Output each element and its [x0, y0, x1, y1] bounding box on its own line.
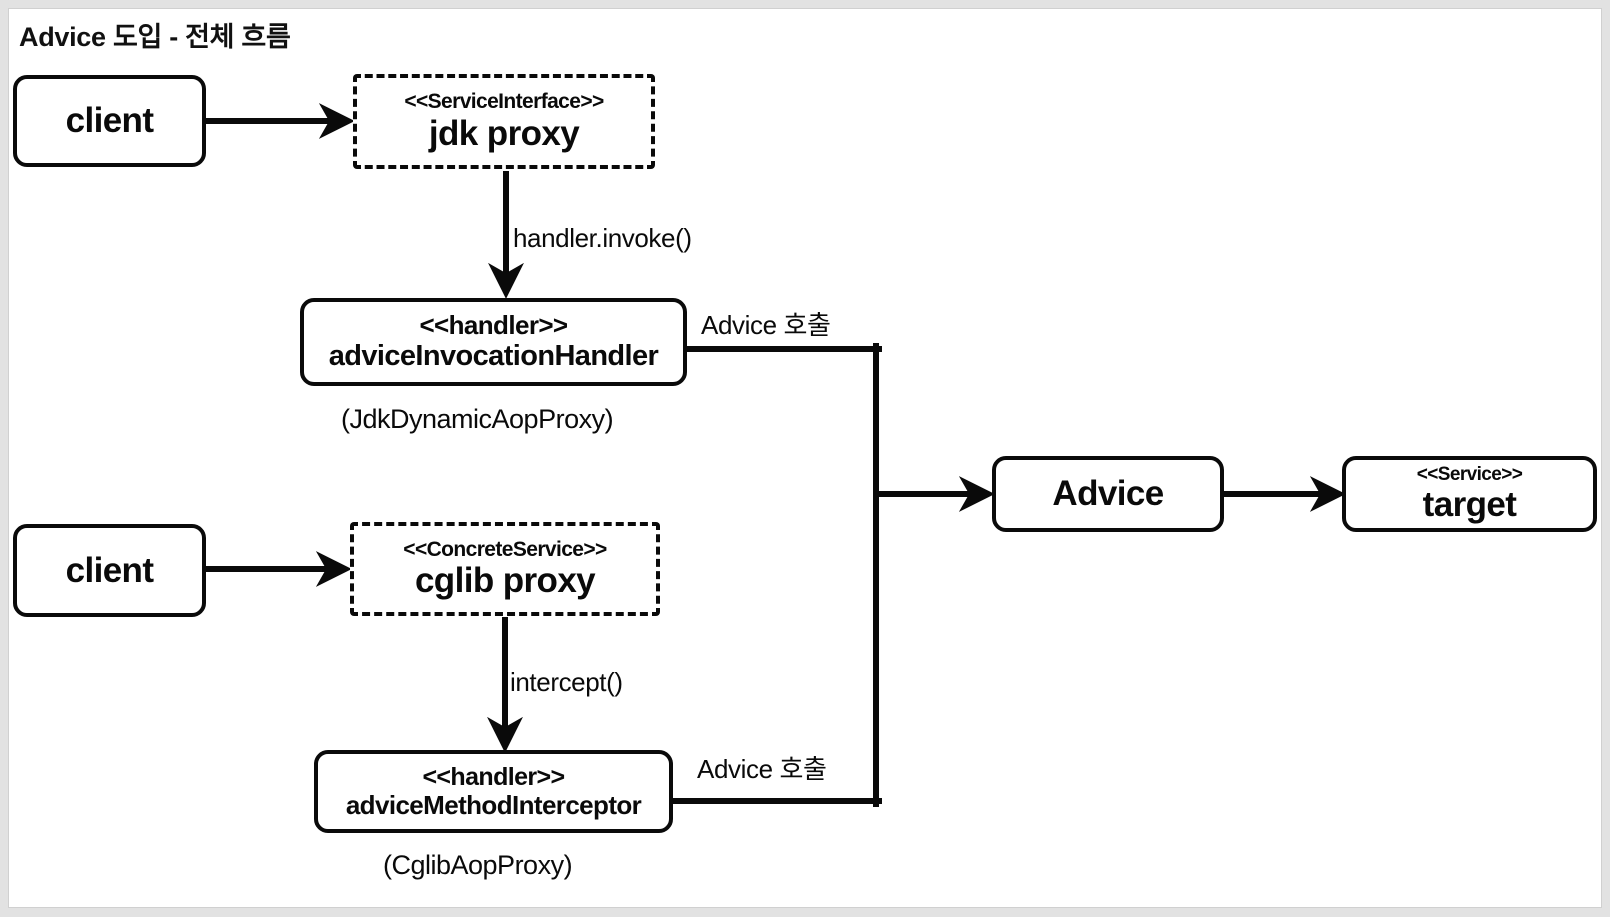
node-label: Advice	[1052, 474, 1164, 514]
node-stereotype: <<Service>>	[1416, 463, 1523, 485]
node-cglib-proxy[interactable]: <<ConcreteService>> cglib proxy	[350, 522, 660, 616]
node-label: target	[1422, 485, 1517, 525]
node-advice-invocation-handler[interactable]: <<handler>> adviceInvocationHandler	[300, 298, 687, 386]
node-stereotype: <<handler>>	[422, 762, 565, 791]
node-jdk-proxy[interactable]: <<ServiceInterface>> jdk proxy	[353, 74, 655, 169]
node-label: jdk proxy	[428, 113, 580, 153]
node-target[interactable]: <<Service>> target	[1342, 456, 1597, 532]
caption-cglib-aop-proxy: (CglibAopProxy)	[383, 850, 573, 880]
caption-jdk-dynamic-aop-proxy: (JdkDynamicAopProxy)	[341, 404, 614, 434]
edge-label-handler-invoke: handler.invoke()	[513, 223, 692, 253]
node-label: cglib proxy	[414, 561, 596, 601]
node-stereotype: <<handler>>	[419, 310, 568, 341]
edge-label-advice-call-bottom: Advice 호출	[697, 754, 827, 784]
node-client-top[interactable]: client	[13, 75, 206, 167]
page-title: Advice 도입 - 전체 흐름	[19, 22, 291, 52]
diagram-canvas: Advice 도입 - 전체 흐름	[8, 8, 1602, 908]
edge-label-intercept: intercept()	[510, 667, 623, 697]
node-stereotype: <<ConcreteService>>	[403, 537, 607, 561]
node-label: client	[65, 101, 154, 141]
node-label: client	[65, 550, 154, 590]
node-client-bottom[interactable]: client	[13, 524, 206, 617]
node-stereotype: <<ServiceInterface>>	[404, 90, 604, 114]
node-advice[interactable]: Advice	[992, 456, 1224, 532]
edge-label-advice-call-top: Advice 호출	[701, 310, 831, 340]
node-label: adviceMethodInterceptor	[345, 789, 642, 820]
node-label: adviceInvocationHandler	[328, 340, 659, 373]
node-advice-method-interceptor[interactable]: <<handler>> adviceMethodInterceptor	[314, 750, 673, 833]
